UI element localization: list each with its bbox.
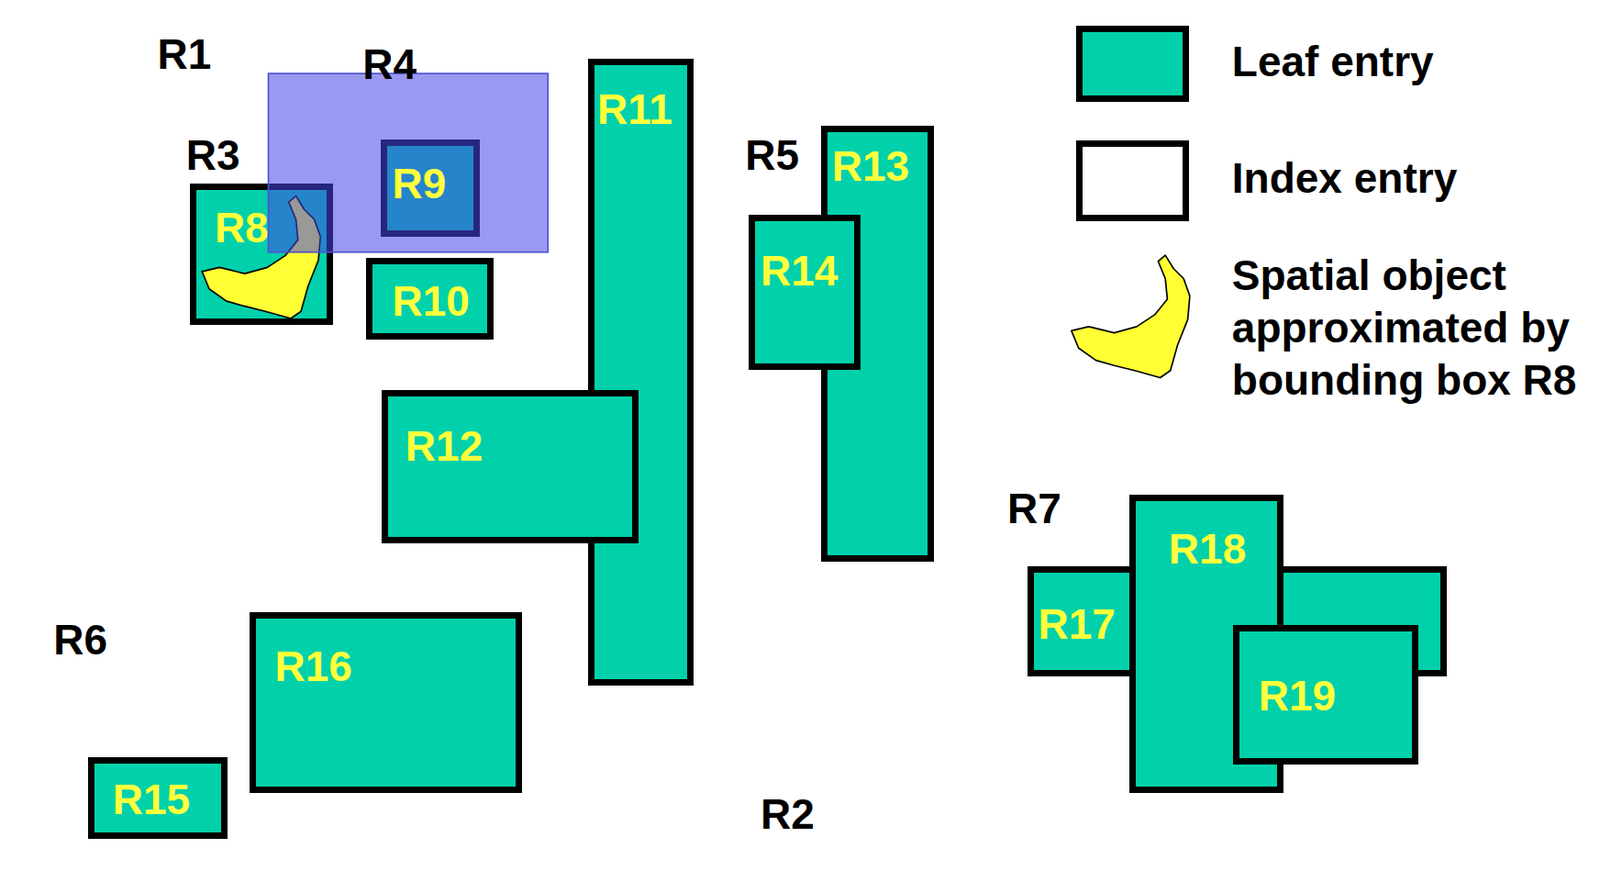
- leaf-entry: R15: [88, 756, 228, 839]
- legend-text: Spatial object approximated by bounding …: [1232, 249, 1596, 407]
- leaf-label: R15: [112, 773, 190, 826]
- index-label: R7: [1007, 482, 1062, 535]
- legend-swatch: [1076, 140, 1189, 222]
- spatial-object: [201, 196, 321, 319]
- index-entry: R3R8 R9R10: [161, 110, 508, 355]
- leaf-entry: R19: [1233, 624, 1419, 765]
- leaf-label: R18: [1168, 522, 1246, 576]
- leaf-entry: R16: [249, 611, 523, 793]
- index-entry: R6R16R15: [43, 581, 567, 853]
- legend-item: Spatial object approximated by bounding …: [1232, 249, 1596, 407]
- leaf-entry: R8: [189, 183, 334, 324]
- index-label: R3: [186, 129, 241, 182]
- leaf-label: R19: [1258, 669, 1336, 723]
- leaf-label: R12: [405, 420, 483, 473]
- leaf-label: R17: [1037, 598, 1115, 651]
- index-entry: R2 R6R16R15 R7R17 R18R19: [14, 436, 1507, 876]
- leaf-entry: R14: [748, 214, 860, 370]
- index-label: R6: [53, 613, 108, 667]
- legend-item: Index entry: [1232, 152, 1596, 205]
- leaf-label: R8: [214, 201, 269, 255]
- legend-swatch: [1076, 25, 1189, 102]
- index-label: R5: [744, 129, 800, 182]
- leaf-label: R11: [597, 83, 673, 136]
- index-label: R4: [362, 38, 417, 91]
- leaf-label: R14: [760, 244, 838, 298]
- leaf-label: R10: [391, 275, 469, 328]
- legend-object-sample: [1071, 255, 1190, 378]
- leaf-entry: R9: [380, 139, 480, 237]
- leaf-box: [588, 58, 695, 686]
- leaf-label: R16: [275, 640, 353, 693]
- leaf-entry: R11: [588, 58, 695, 686]
- leaf-box: [249, 611, 523, 793]
- legend-text: Leaf entry: [1232, 35, 1596, 89]
- legend-text: Index entry: [1232, 152, 1596, 205]
- spatial-object-sample: [1071, 255, 1190, 378]
- query-rectangle: [268, 73, 549, 253]
- index-entry: R4R11R12: [352, 20, 715, 706]
- index-label: R2: [760, 788, 815, 841]
- index-entry: R5 R13R14: [733, 97, 950, 590]
- legend-item: Leaf entry: [1232, 35, 1596, 89]
- leaf-entry: R10: [366, 257, 494, 340]
- index-label: R1: [157, 28, 212, 81]
- leaf-label: R9: [391, 157, 446, 211]
- index-entry: R7R17 R18R19: [998, 465, 1477, 823]
- leaf-label: R13: [832, 140, 910, 193]
- leaf-entry: R12: [381, 389, 639, 544]
